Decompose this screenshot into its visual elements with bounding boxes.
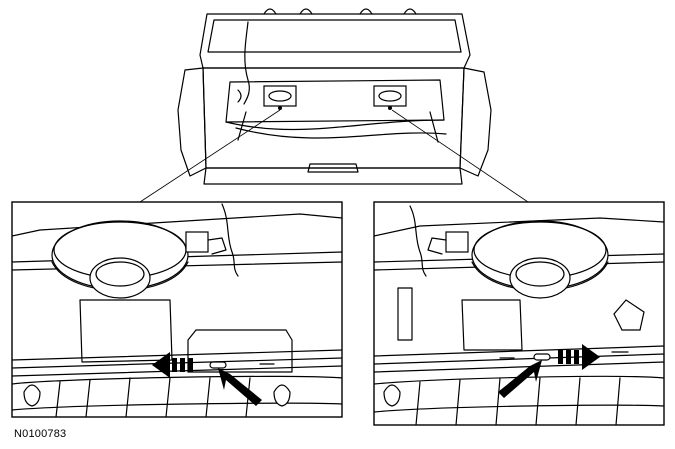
figure-id-label: N0100783 (14, 428, 67, 440)
callout-lines (139, 109, 529, 203)
right-detail-panel (373, 201, 665, 426)
left-detail-panel (11, 201, 343, 418)
vehicle-rear-view (177, 8, 492, 185)
